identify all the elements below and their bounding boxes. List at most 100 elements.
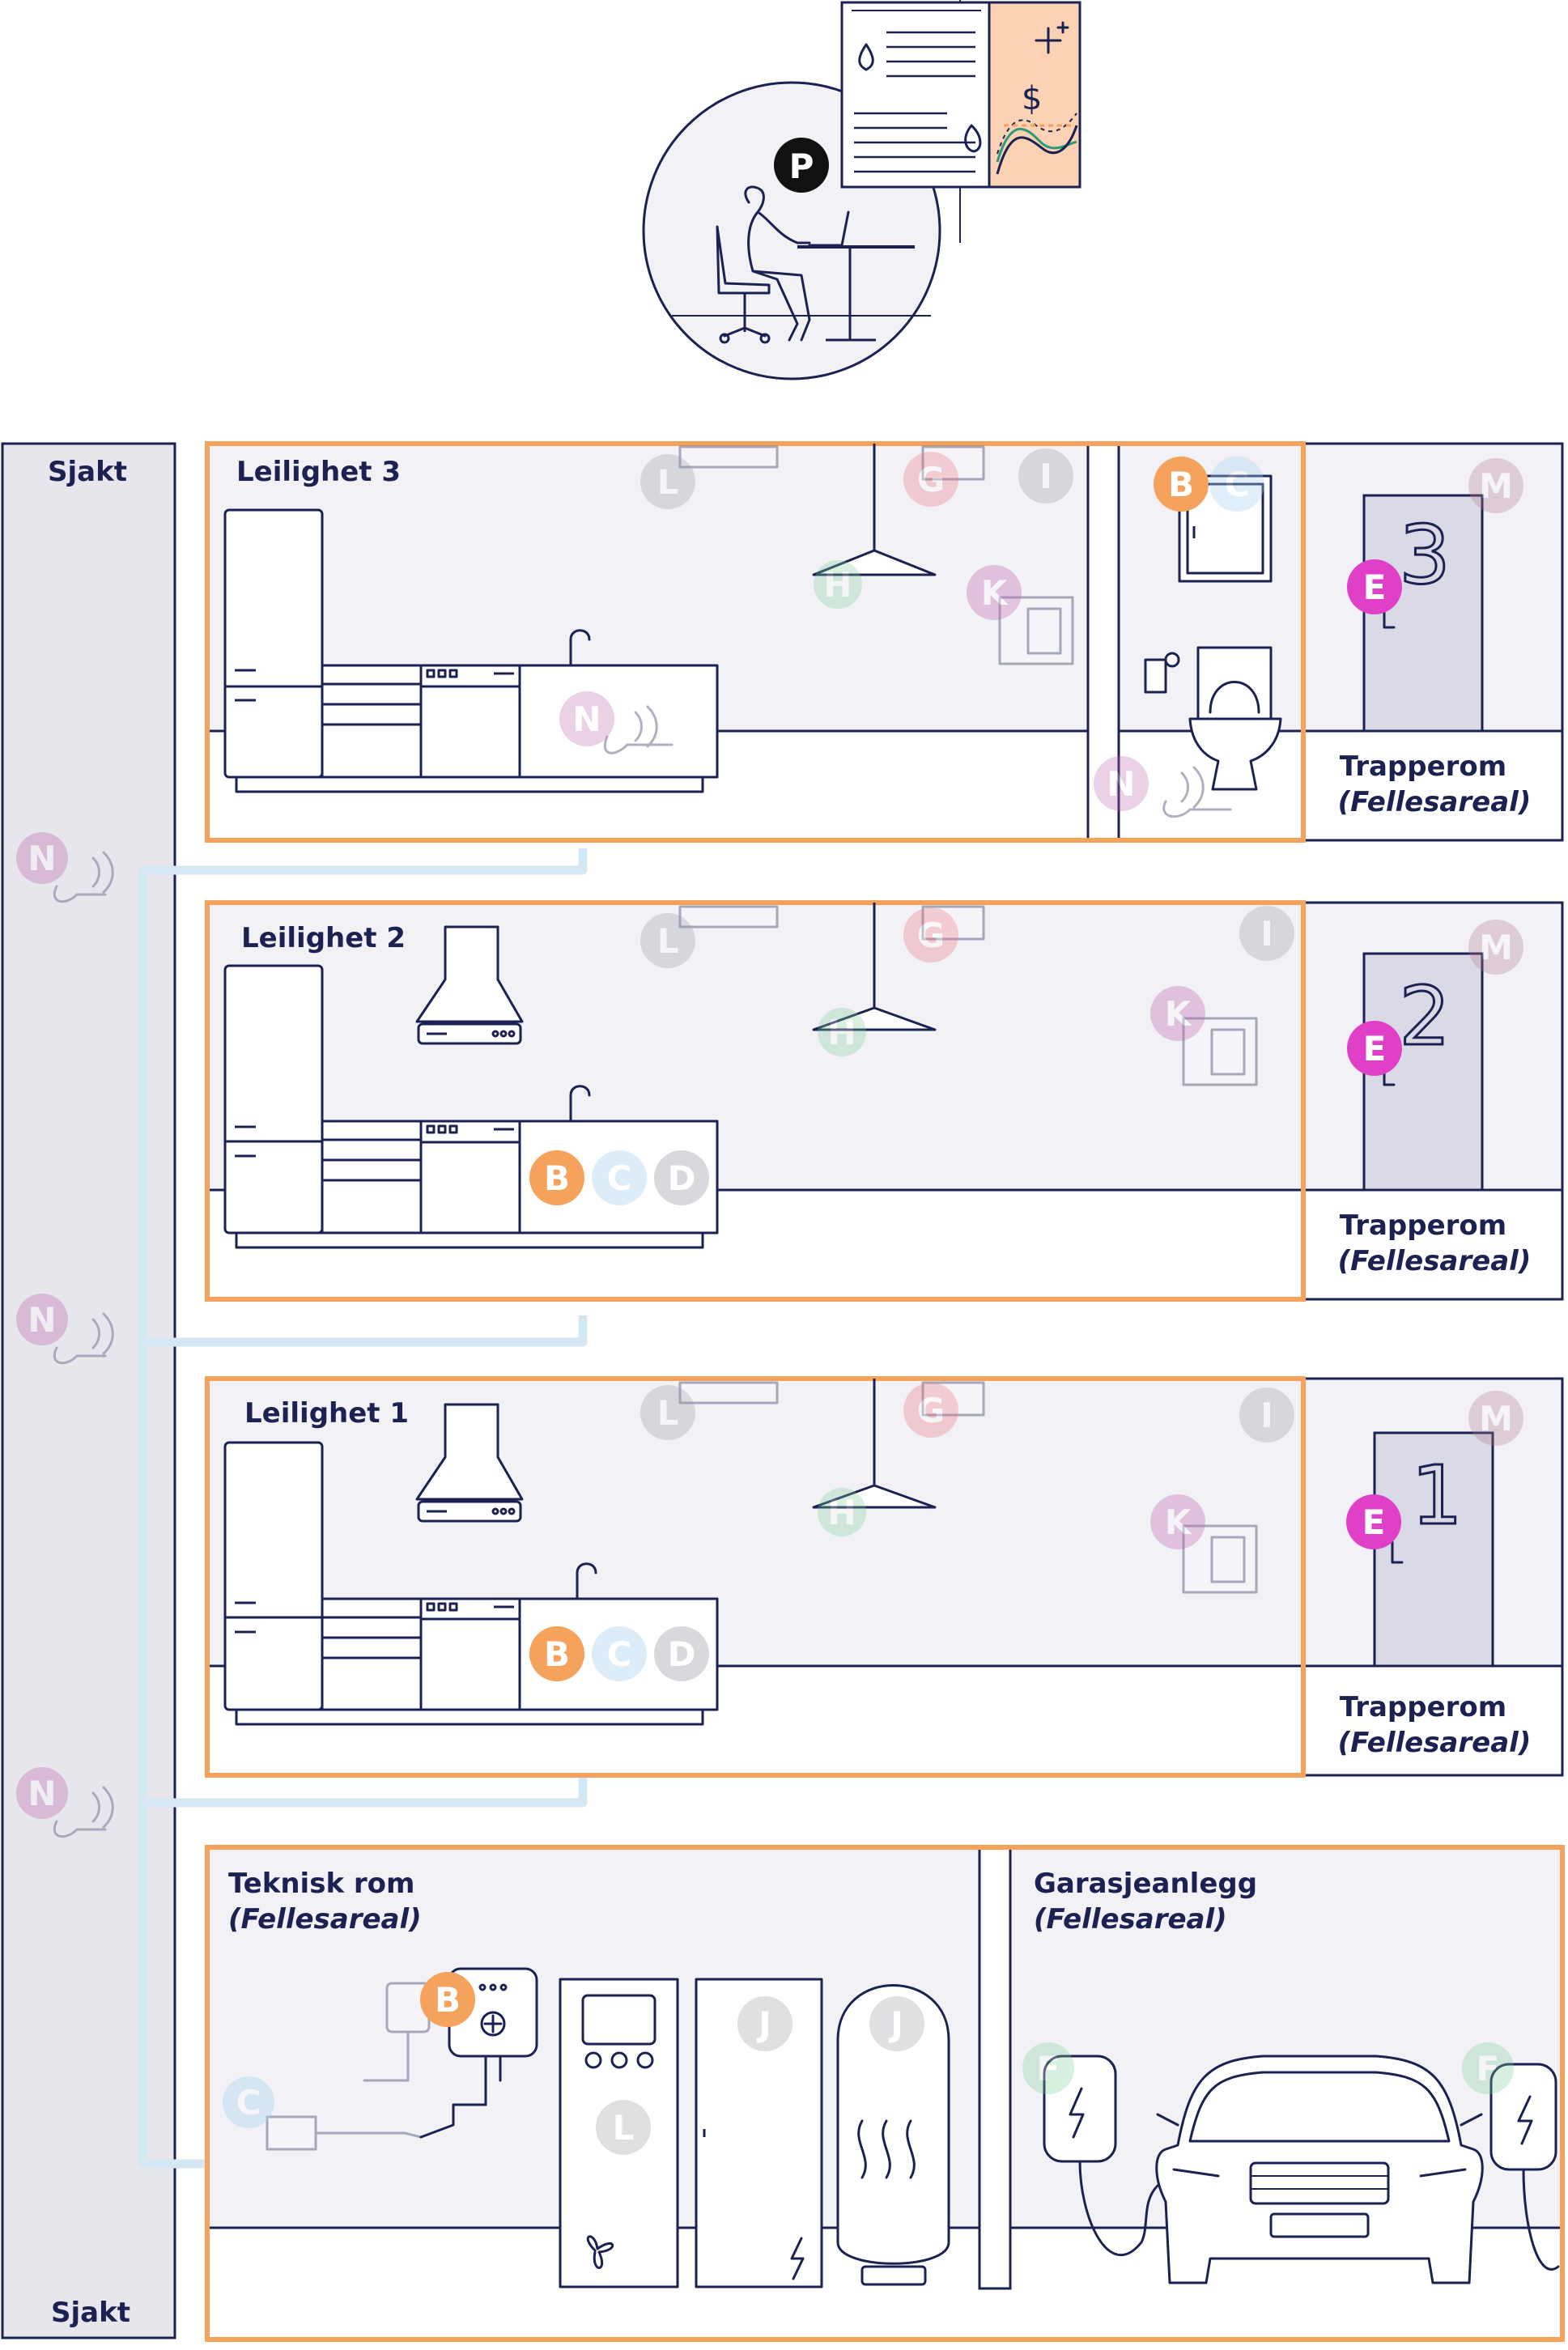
apartment-1-boundary bbox=[205, 1376, 1306, 1778]
badge-n: N bbox=[16, 832, 68, 884]
badge-n: N bbox=[1094, 756, 1149, 811]
apartment-1-label: Leilighet 1 bbox=[244, 1397, 409, 1430]
svg-text:N: N bbox=[28, 839, 56, 878]
svg-text:K: K bbox=[1165, 1502, 1192, 1542]
electrical-cabinet bbox=[695, 1978, 823, 2288]
badge-m: M bbox=[1468, 920, 1523, 975]
svg-text:G: G bbox=[917, 1391, 945, 1430]
badge-j: J bbox=[737, 1996, 792, 2051]
badge-f: F bbox=[1462, 2042, 1514, 2094]
garage-sub: (Fellesareal) bbox=[1034, 1903, 1227, 1936]
apartment-3-label: Leilighet 3 bbox=[236, 456, 401, 488]
basement: Teknisk rom (Fellesareal) Garasjeanlegg … bbox=[205, 1845, 1565, 2342]
svg-text:H: H bbox=[823, 565, 852, 605]
svg-text:J: J bbox=[888, 2004, 903, 2044]
stair-sub-3: (Fellesareal) bbox=[1338, 786, 1532, 818]
badge-i: I bbox=[1018, 448, 1073, 504]
badge-k: K bbox=[1150, 986, 1205, 1041]
svg-text:C: C bbox=[607, 1634, 632, 1674]
apartment-2-label: Leilighet 2 bbox=[241, 922, 406, 954]
flame-icon bbox=[964, 124, 982, 153]
svg-text:I: I bbox=[1260, 1396, 1273, 1435]
svg-text:P: P bbox=[789, 147, 814, 186]
svg-text:F: F bbox=[1037, 2049, 1060, 2089]
badge-p: P bbox=[774, 138, 829, 193]
badge-n: N bbox=[559, 691, 614, 746]
car bbox=[1155, 2055, 1484, 2284]
badge-d: D bbox=[654, 1150, 709, 1205]
badge-h: H bbox=[818, 1008, 866, 1056]
badge-b: B bbox=[529, 1626, 584, 1681]
svg-text:L: L bbox=[613, 2108, 635, 2148]
technical-room-label: Teknisk rom bbox=[228, 1868, 414, 1900]
svg-text:G: G bbox=[917, 460, 945, 499]
svg-text:E: E bbox=[1363, 567, 1387, 607]
badge-g: G bbox=[903, 1383, 958, 1438]
badge-b: B bbox=[420, 1972, 475, 2027]
door-number-2: 2 bbox=[1399, 969, 1451, 1064]
svg-text:D: D bbox=[668, 1158, 696, 1198]
dollar-icon: $ bbox=[1022, 80, 1042, 117]
svg-text:L: L bbox=[657, 462, 679, 502]
ev-charger-right bbox=[1489, 2063, 1560, 2271]
svg-text:B: B bbox=[435, 1980, 461, 2020]
stair-label-1: Trapperom bbox=[1340, 1691, 1506, 1723]
shaft: Sjakt Sjakt bbox=[1, 442, 176, 2339]
badge-n: N bbox=[16, 1294, 68, 1345]
apartment-1: 1 Trapperom (Fellesareal) Leilighet 1 bbox=[205, 1376, 1564, 1778]
badge-k: K bbox=[967, 565, 1022, 620]
svg-text:G: G bbox=[917, 916, 945, 955]
svg-text:E: E bbox=[1362, 1502, 1386, 1542]
svg-text:M: M bbox=[1479, 1399, 1513, 1438]
water-heater bbox=[836, 1984, 950, 2265]
svg-text:I: I bbox=[1039, 457, 1052, 496]
stair-label-2: Trapperom bbox=[1340, 1209, 1506, 1242]
door-number-1: 1 bbox=[1411, 1448, 1463, 1543]
badge-m: M bbox=[1468, 458, 1523, 513]
stair-sub-2: (Fellesareal) bbox=[1338, 1245, 1532, 1277]
badge-l: L bbox=[596, 2100, 651, 2155]
svg-text:B: B bbox=[1168, 465, 1194, 504]
svg-text:M: M bbox=[1479, 466, 1513, 506]
apartment-3: 3 Trapperom (Fellesareal) Leilighet 3 bbox=[205, 441, 1564, 843]
svg-text:F: F bbox=[1477, 2049, 1500, 2089]
badge-c: C bbox=[223, 2076, 274, 2128]
svg-text:C: C bbox=[607, 1158, 632, 1198]
badge-e: E bbox=[1347, 559, 1402, 614]
svg-text:N: N bbox=[1107, 764, 1135, 804]
badge-b: B bbox=[1154, 457, 1209, 512]
stair-label-3: Trapperom bbox=[1340, 750, 1506, 783]
svg-text:B: B bbox=[544, 1634, 570, 1674]
svg-text:H: H bbox=[827, 1493, 856, 1532]
badge-i: I bbox=[1239, 906, 1294, 961]
technical-room-sub: (Fellesareal) bbox=[228, 1903, 422, 1936]
badge-e: E bbox=[1347, 1021, 1402, 1076]
svg-text:K: K bbox=[1165, 994, 1192, 1034]
badge-l: L bbox=[640, 454, 695, 509]
stair-sub-1: (Fellesareal) bbox=[1338, 1727, 1532, 1759]
badge-f: F bbox=[1022, 2042, 1074, 2094]
svg-text:D: D bbox=[668, 1634, 696, 1674]
basement-boundary bbox=[205, 1845, 1565, 2342]
svg-text:B: B bbox=[544, 1158, 570, 1198]
badge-j: J bbox=[869, 1996, 924, 2051]
svg-text:L: L bbox=[657, 921, 679, 961]
shaft-label-top: Sjakt bbox=[48, 456, 127, 488]
svg-text:I: I bbox=[1260, 914, 1273, 954]
svg-text:H: H bbox=[827, 1013, 856, 1052]
badge-l: L bbox=[640, 913, 695, 968]
svg-text:J: J bbox=[756, 2004, 771, 2044]
user-portal-illustration: $ P bbox=[642, 0, 1081, 380]
apartment-3-boundary bbox=[205, 441, 1306, 843]
water-drop-icon bbox=[858, 43, 874, 71]
badge-d: D bbox=[654, 1626, 709, 1681]
badge-e: E bbox=[1346, 1494, 1401, 1549]
svg-text:M: M bbox=[1479, 928, 1513, 967]
svg-text:N: N bbox=[572, 699, 601, 739]
badge-c: C bbox=[592, 1626, 647, 1681]
svg-text:L: L bbox=[657, 1393, 679, 1433]
badge-i: I bbox=[1239, 1387, 1294, 1443]
svg-text:C: C bbox=[1225, 465, 1250, 504]
badge-h: H bbox=[818, 1488, 866, 1536]
